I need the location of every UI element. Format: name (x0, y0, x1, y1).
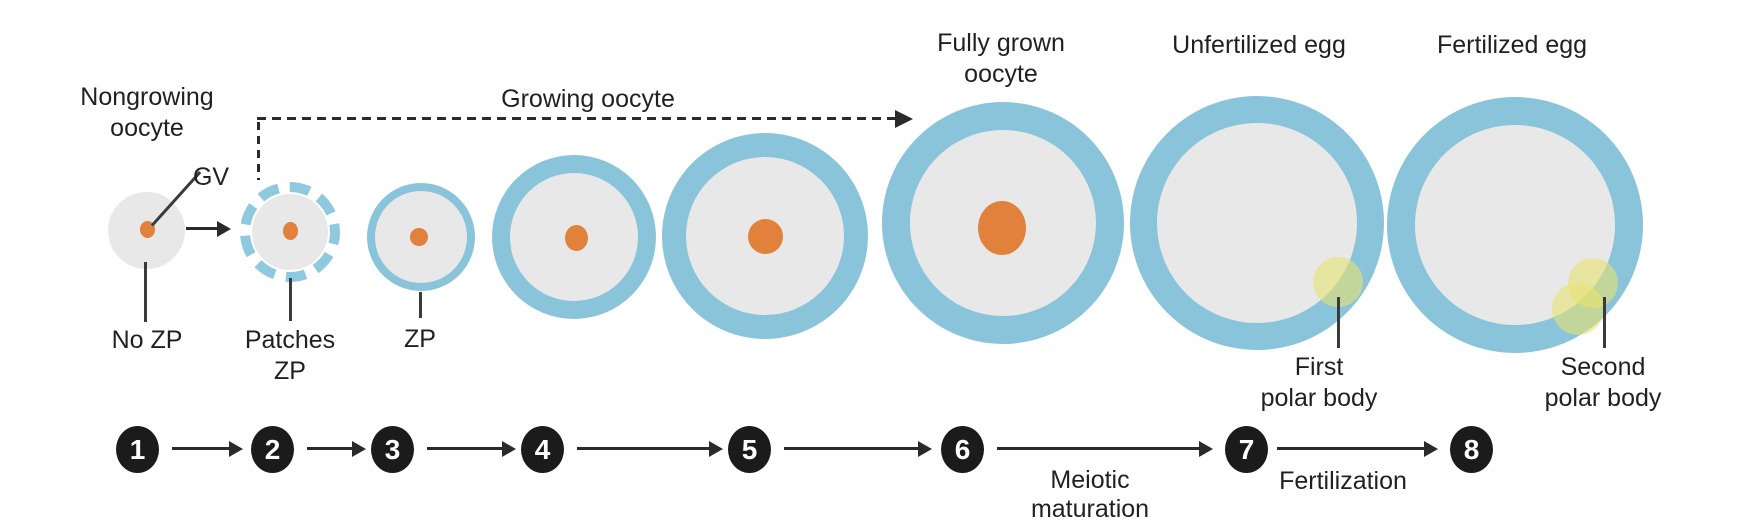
unfertilized-egg-label: Unfertilized egg (1172, 31, 1346, 59)
second-polar-body-label: Second polar body (1544, 353, 1662, 412)
step-7-badge: 7 (1225, 426, 1268, 473)
timeline-arrow-4-head-icon (709, 441, 723, 457)
patches-zp-pointer-line (289, 278, 292, 321)
timeline-arrow-2-head-icon (352, 441, 366, 457)
fertilization-label: Fertilization (1279, 467, 1407, 495)
dashed-arrow-head-icon (895, 110, 913, 128)
timeline-arrow-4-tail (577, 447, 709, 450)
oocyte-5-germinal-vesicle (748, 219, 783, 254)
timeline-arrow-2-tail (307, 447, 352, 450)
patches-zp-label: Patches ZP (244, 326, 336, 385)
no-zp-pointer-line (144, 262, 147, 322)
dashed-arrow-vertical-segment (257, 122, 260, 180)
second-polar-body-lower (1552, 283, 1604, 335)
timeline-arrow-1-head-icon (229, 441, 243, 457)
oocyte-6-germinal-vesicle (978, 201, 1026, 255)
timeline-arrow-3-tail (427, 447, 502, 450)
zp-label: ZP (404, 325, 436, 353)
arrow-tail (186, 227, 217, 230)
timeline-arrow-6-tail (997, 447, 1199, 450)
growing-oocyte-label: Growing oocyte (501, 85, 675, 113)
timeline-arrow-1-tail (172, 447, 229, 450)
zp-pointer-line (419, 292, 422, 318)
nongrowing-oocyte-label: Nongrowing oocyte (80, 83, 214, 142)
step-5-badge: 5 (728, 426, 771, 473)
gv-label: GV (192, 163, 230, 191)
timeline-arrow-5-tail (784, 447, 918, 450)
arrow-head-icon (217, 221, 231, 237)
dashed-arrow-horizontal-segment (257, 117, 895, 120)
timeline-arrow-7-tail (1277, 447, 1424, 450)
oocyte-2-germinal-vesicle (283, 222, 298, 240)
first-polar-body-label: First polar body (1260, 353, 1378, 412)
oocyte-3-germinal-vesicle (410, 228, 428, 246)
meiotic-maturation-label: Meiotic maturation (1030, 466, 1150, 523)
timeline-arrow-5-head-icon (918, 441, 932, 457)
step-2-badge: 2 (251, 426, 294, 473)
timeline-arrow-3-head-icon (502, 441, 516, 457)
timeline-arrow-6-head-icon (1199, 441, 1213, 457)
step-4-badge: 4 (521, 426, 564, 473)
fully-grown-oocyte-label: Fully grown oocyte (937, 29, 1065, 88)
step-3-badge: 3 (371, 426, 414, 473)
fertilized-egg-label: Fertilized egg (1436, 31, 1588, 59)
timeline-arrow-7-head-icon (1424, 441, 1438, 457)
step-8-badge: 8 (1450, 426, 1493, 473)
no-zp-label: No ZP (111, 326, 183, 354)
oocyte-2-zona-patches (240, 182, 340, 282)
step-6-badge: 6 (941, 426, 984, 473)
first-polar-body-pointer-line (1337, 297, 1340, 348)
second-polar-body-pointer-line (1603, 297, 1606, 348)
step-1-badge: 1 (116, 426, 159, 473)
oocyte-4-germinal-vesicle (565, 225, 588, 251)
